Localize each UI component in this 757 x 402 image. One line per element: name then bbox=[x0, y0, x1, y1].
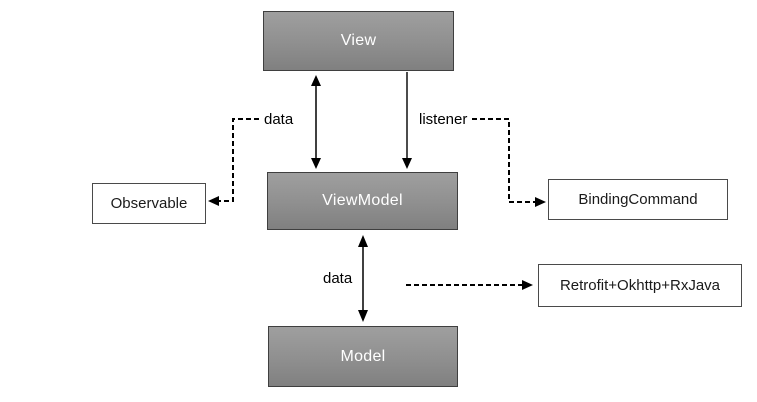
node-viewmodel-label: ViewModel bbox=[322, 192, 403, 209]
view-viewmodel-listener-arrow bbox=[402, 72, 412, 169]
node-bindingcommand-label: BindingCommand bbox=[578, 191, 698, 208]
node-observable: Observable bbox=[92, 183, 206, 224]
edge-label-data-bottom: data bbox=[321, 270, 355, 287]
node-view: View bbox=[263, 11, 454, 71]
view-viewmodel-data-arrow bbox=[311, 75, 321, 169]
node-retrofit: Retrofit+Okhttp+RxJava bbox=[538, 264, 742, 307]
model-retrofit-connector bbox=[406, 280, 533, 290]
node-model-label: Model bbox=[340, 347, 386, 365]
node-model: Model bbox=[268, 326, 458, 387]
viewmodel-model-arrow bbox=[358, 235, 368, 322]
viewmodel-observable-connector bbox=[208, 118, 259, 206]
node-bindingcommand: BindingCommand bbox=[548, 179, 728, 220]
edge-label-data-top: data bbox=[262, 111, 296, 128]
edge-label-listener: listener bbox=[417, 111, 470, 128]
listener-bindingcommand-connector bbox=[472, 118, 546, 207]
node-retrofit-label: Retrofit+Okhttp+RxJava bbox=[559, 277, 721, 294]
node-view-label: View bbox=[340, 32, 377, 49]
node-observable-label: Observable bbox=[110, 195, 188, 212]
node-viewmodel: ViewModel bbox=[267, 172, 458, 230]
